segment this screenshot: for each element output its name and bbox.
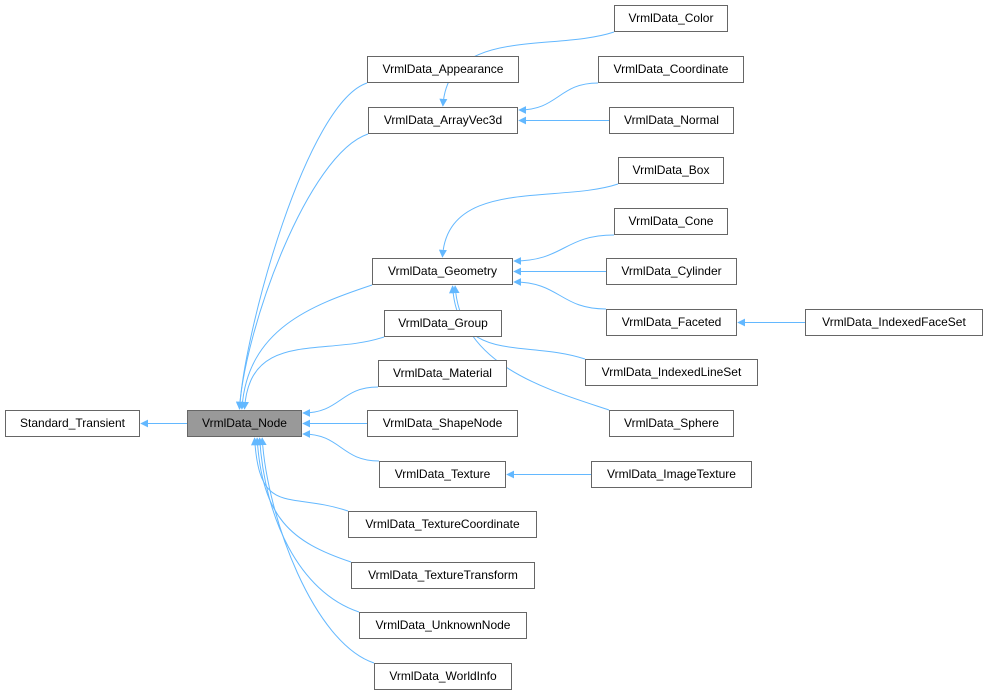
class-node-vrmldata-shapenode[interactable]: VrmlData_ShapeNode <box>367 410 518 437</box>
class-node-vrmldata-unknownnode[interactable]: VrmlData_UnknownNode <box>359 612 527 639</box>
class-node-vrmldata-group[interactable]: VrmlData_Group <box>384 310 502 337</box>
class-node-standard-transient[interactable]: Standard_Transient <box>5 410 140 437</box>
class-node-vrmldata-imagetexture[interactable]: VrmlData_ImageTexture <box>591 461 752 488</box>
inheritance-edge-worldinfo-to-node <box>258 437 375 664</box>
inheritance-edge-texturecoordinate-to-node <box>251 437 349 512</box>
class-node-vrmldata-geometry[interactable]: VrmlData_Geometry <box>372 258 513 285</box>
class-node-vrmldata-color[interactable]: VrmlData_Color <box>614 5 728 32</box>
class-node-vrmldata-worldinfo[interactable]: VrmlData_WorldInfo <box>374 663 512 690</box>
class-node-vrmldata-indexedfaceset[interactable]: VrmlData_IndexedFaceSet <box>805 309 983 336</box>
class-node-vrmldata-cylinder[interactable]: VrmlData_Cylinder <box>606 258 737 285</box>
class-node-vrmldata-normal[interactable]: VrmlData_Normal <box>609 107 734 134</box>
inheritance-edge-geometry-to-node <box>238 284 373 410</box>
class-node-vrmldata-appearance[interactable]: VrmlData_Appearance <box>367 56 519 83</box>
class-node-vrmldata-indexedlineset[interactable]: VrmlData_IndexedLineSet <box>585 359 758 386</box>
inheritance-edge-sphere-to-geometry <box>451 285 610 411</box>
inheritance-edge-coordinate-to-arrayvec3d <box>518 82 599 114</box>
inheritance-edge-group-to-node <box>240 336 385 410</box>
class-node-vrmldata-material[interactable]: VrmlData_Material <box>378 360 507 387</box>
class-node-vrmldata-coordinate[interactable]: VrmlData_Coordinate <box>598 56 744 83</box>
class-node-vrmldata-arrayvec3d[interactable]: VrmlData_ArrayVec3d <box>368 107 518 134</box>
inheritance-edge-appearance-to-node <box>235 82 368 410</box>
class-node-vrmldata-sphere[interactable]: VrmlData_Sphere <box>609 410 734 437</box>
class-node-vrmldata-texturecoordinate[interactable]: VrmlData_TextureCoordinate <box>348 511 537 538</box>
inheritance-edge-arrayvec3d-to-node <box>235 133 369 410</box>
inheritance-edge-texturetransform-to-node <box>253 437 352 563</box>
inheritance-edge-faceted-to-geometry <box>513 278 607 310</box>
inheritance-edge-texture-to-node <box>302 430 380 462</box>
class-node-vrmldata-node[interactable]: VrmlData_Node <box>187 410 302 437</box>
class-node-vrmldata-texturetransform[interactable]: VrmlData_TextureTransform <box>351 562 535 589</box>
inheritance-edge-box-to-geometry <box>438 183 619 258</box>
class-node-vrmldata-cone[interactable]: VrmlData_Cone <box>614 208 728 235</box>
class-node-vrmldata-faceted[interactable]: VrmlData_Faceted <box>606 309 737 336</box>
inheritance-edge-unknownnode-to-node <box>256 437 360 613</box>
class-node-vrmldata-texture[interactable]: VrmlData_Texture <box>379 461 506 488</box>
inheritance-edge-cone-to-geometry <box>513 234 615 265</box>
inheritance-edge-material-to-node <box>302 386 379 417</box>
class-node-vrmldata-box[interactable]: VrmlData_Box <box>618 157 724 184</box>
